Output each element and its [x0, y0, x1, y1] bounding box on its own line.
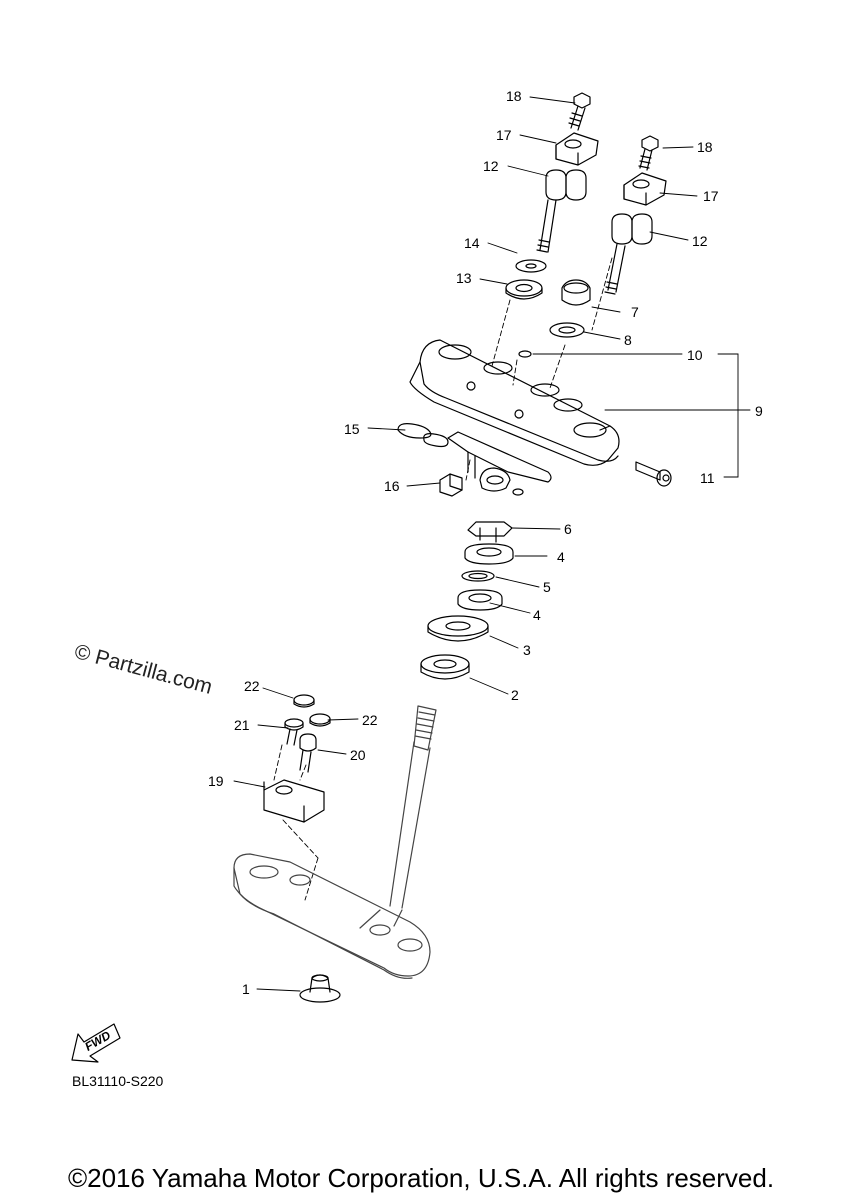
callout-15: 15 — [344, 421, 360, 437]
cap-1 — [299, 974, 341, 1003]
nut-16 — [439, 473, 463, 497]
wire-guide-15 — [397, 423, 552, 496]
bearing-2 — [420, 654, 470, 680]
callout-3: 3 — [523, 642, 531, 658]
bolt-18-left — [568, 92, 591, 131]
callout-20: 20 — [350, 747, 366, 763]
clamp-17-left — [555, 132, 599, 166]
copyright-notice: ©2016 Yamaha Motor Corporation, U.S.A. A… — [67, 1163, 775, 1193]
callout-10: 10 — [687, 347, 703, 363]
callout-22-left: 22 — [244, 678, 260, 694]
callout-21: 21 — [234, 717, 250, 733]
callout-8: 8 — [624, 332, 632, 348]
callout-6: 6 — [564, 521, 572, 537]
leader-lines — [233, 96, 751, 992]
fwd-arrow-icon — [71, 1023, 121, 1063]
cap-22-right — [309, 713, 331, 727]
washer-5 — [461, 570, 495, 582]
callout-1: 1 — [242, 981, 250, 997]
callout-12-right: 12 — [692, 233, 708, 249]
callout-4-lower: 4 — [533, 607, 541, 623]
callout-22-right: 22 — [362, 712, 378, 728]
cover-3 — [427, 615, 489, 642]
callout-2: 2 — [511, 687, 519, 703]
screw-21 — [284, 718, 304, 746]
callout-13: 13 — [456, 270, 472, 286]
upper-bracket-9 — [409, 339, 620, 466]
plug-10 — [518, 350, 532, 358]
bolt-20 — [299, 733, 317, 773]
steering-stem — [359, 705, 437, 929]
callout-14: 14 — [464, 235, 480, 251]
callout-16: 16 — [384, 478, 400, 494]
bolt-18-right — [638, 135, 659, 171]
ring-nut-4-lower — [457, 589, 503, 611]
riser-12-right — [604, 213, 653, 295]
holder-19 — [263, 779, 325, 823]
callout-5: 5 — [543, 579, 551, 595]
bolt-11 — [635, 461, 672, 487]
bushing-13 — [505, 279, 543, 300]
callout-18-left: 18 — [506, 88, 522, 104]
ring-nut-4-upper — [464, 543, 514, 565]
washer-14 — [515, 259, 547, 273]
washer-6 — [467, 521, 513, 543]
cap-22-left — [293, 694, 315, 708]
diagram-code: BL31110-S220 — [72, 1073, 164, 1089]
callout-11: 11 — [700, 470, 715, 486]
callout-12-left: 12 — [483, 158, 499, 174]
callout-19: 19 — [208, 773, 224, 789]
callout-17-right: 17 — [703, 188, 719, 204]
callout-7: 7 — [631, 304, 639, 320]
lower-bracket — [233, 853, 431, 979]
cap-nut-7 — [561, 279, 591, 306]
callout-18-right: 18 — [697, 139, 713, 155]
callout-4-upper: 4 — [557, 549, 565, 565]
washer-8 — [549, 322, 585, 338]
riser-12-left — [536, 169, 587, 253]
callout-17-left: 17 — [496, 127, 512, 143]
callout-9: 9 — [755, 403, 763, 419]
clamp-17-right — [623, 172, 667, 206]
